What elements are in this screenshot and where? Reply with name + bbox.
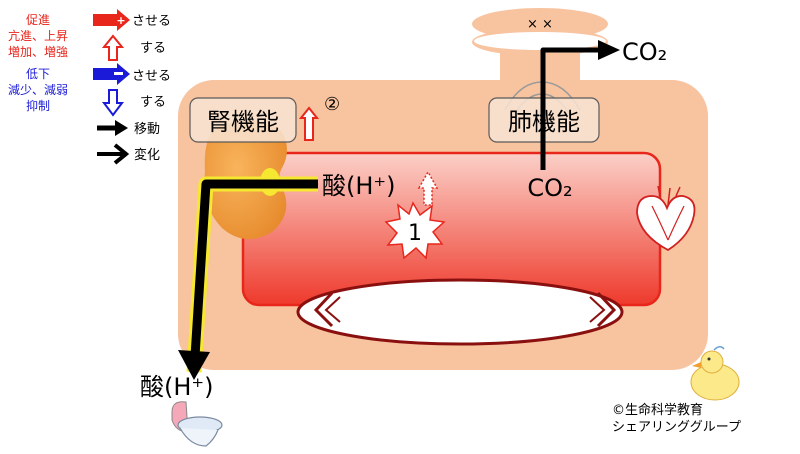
kidney-step-number: ② bbox=[324, 94, 340, 115]
legend-suppress-line-3: 抑制 bbox=[26, 98, 50, 113]
promote-do-arrow-icon bbox=[101, 34, 125, 61]
credit-line-2: シェアリンググループ bbox=[612, 420, 741, 435]
acid-label-blood: 酸(H⁺) bbox=[322, 172, 395, 200]
kidney-function-box: 腎機能 bbox=[189, 97, 297, 143]
acid-excretion-arrow bbox=[178, 176, 318, 380]
lung-marks: × × bbox=[527, 17, 553, 32]
chick-icon bbox=[690, 346, 740, 401]
legend-cause-label-blue: させる bbox=[132, 69, 171, 84]
vessel-inner-loop bbox=[296, 278, 624, 346]
legend-suppress-line-2: 減少、減弱 bbox=[8, 82, 68, 97]
svg-text:+: + bbox=[116, 14, 125, 27]
legend-promote-line-1: 促進 bbox=[26, 13, 50, 27]
heart-icon bbox=[636, 185, 696, 252]
kidney-function-label: 腎機能 bbox=[207, 108, 279, 136]
co2-label-blood: CO₂ bbox=[527, 174, 572, 202]
toilet-icon bbox=[171, 401, 223, 447]
airway-opening bbox=[474, 32, 606, 50]
legend-suppress-line-1: 低下 bbox=[26, 67, 50, 81]
co2-exhale-arrow bbox=[540, 40, 620, 170]
legend-move-label: 移動 bbox=[134, 122, 160, 137]
co2-label-exhaled: CO₂ bbox=[622, 38, 667, 66]
promote-cause-arrow-icon: + bbox=[93, 9, 130, 31]
move-arrow-icon bbox=[97, 120, 128, 136]
legend-promote-line-3: 増加、増強 bbox=[8, 45, 68, 59]
acid-label-excreted: 酸(H⁺) bbox=[140, 373, 213, 401]
flow-chevron-right-icon bbox=[596, 291, 617, 328]
legend-promote-line-2: 亢進、上昇 bbox=[8, 28, 68, 43]
flow-chevron-left-icon bbox=[313, 291, 334, 328]
legend-change-label: 変化 bbox=[134, 147, 160, 163]
legend: 促進 亢進、上昇 増加、増強 + させる する 低下 減少、減弱 抑制 させる … bbox=[8, 9, 171, 165]
credit-line-1: ©生命科学教育 bbox=[612, 402, 703, 418]
legend-do-label-blue: する bbox=[140, 95, 166, 110]
step-one-number: 1 bbox=[408, 221, 422, 246]
blood-vessel bbox=[241, 151, 662, 346]
kidney-up-arrow-icon bbox=[298, 106, 320, 141]
step-one-burst: 1 bbox=[384, 201, 446, 260]
legend-do-label-red: する bbox=[140, 41, 166, 56]
acid-rise-arrow-icon bbox=[417, 170, 439, 206]
suppress-cause-arrow-icon bbox=[93, 63, 130, 85]
suppress-do-arrow-icon bbox=[102, 89, 124, 117]
change-arrow-icon bbox=[97, 143, 130, 165]
legend-cause-label-red: させる bbox=[132, 14, 171, 29]
